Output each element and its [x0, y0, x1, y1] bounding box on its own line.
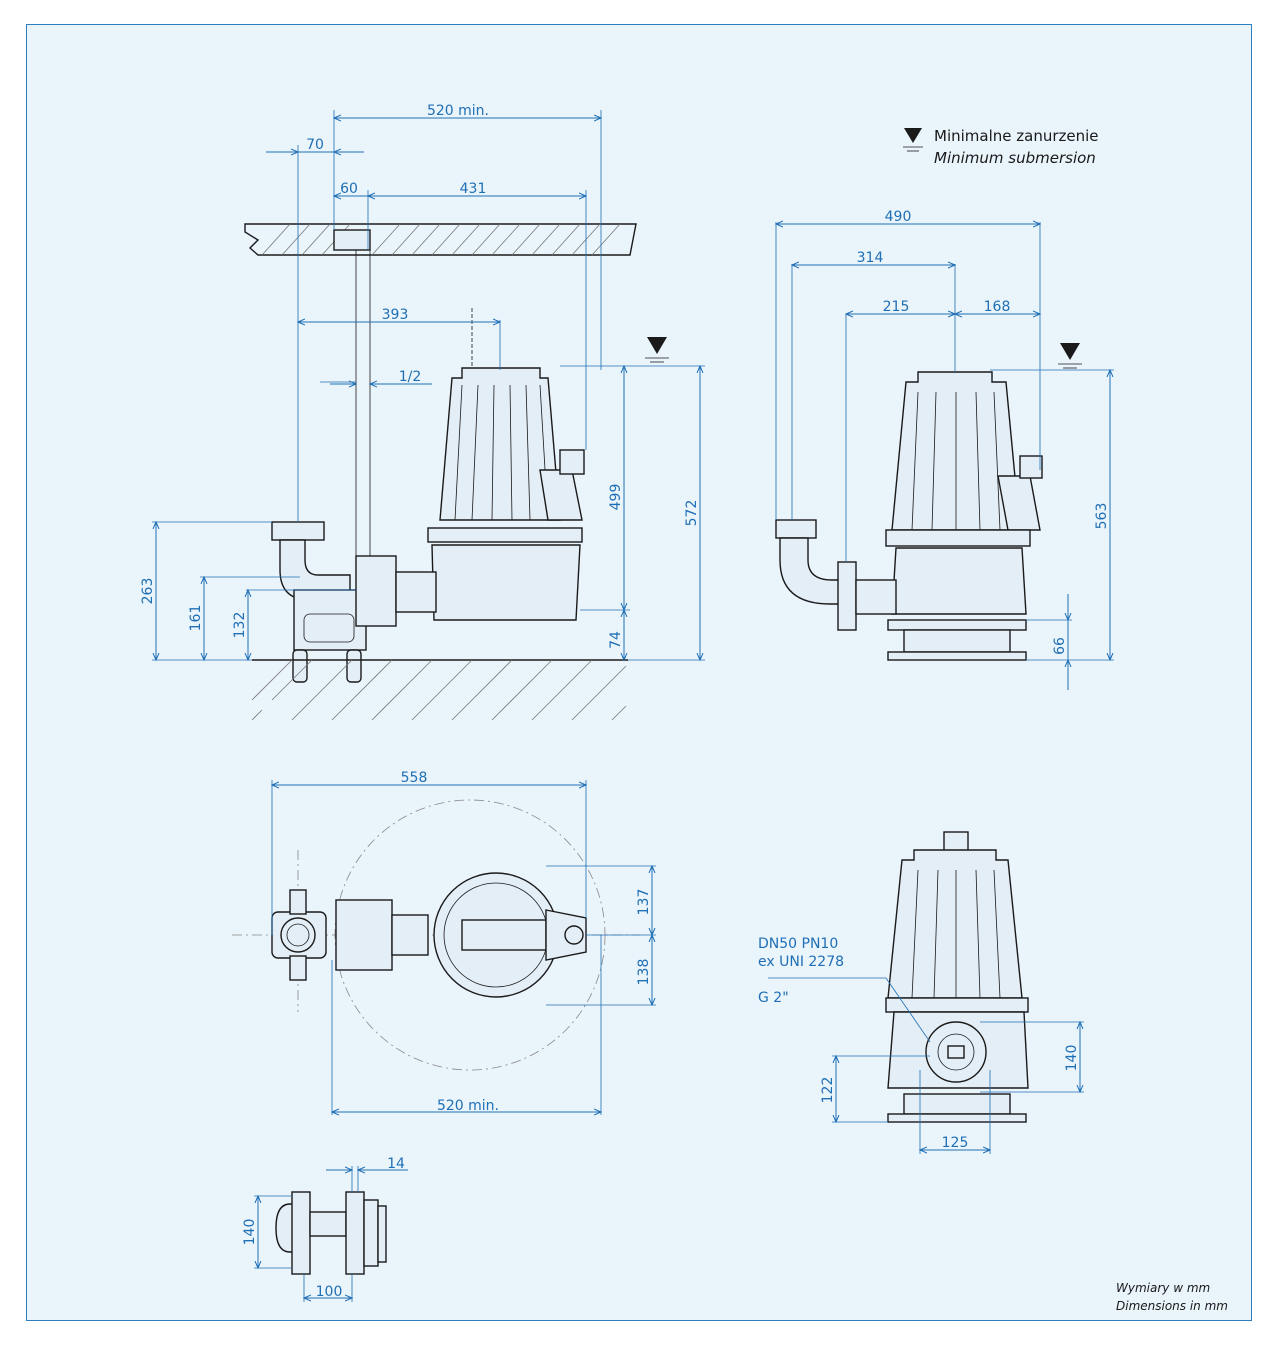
dim-215: 215: [883, 299, 910, 315]
units-note: Wymiary w mm Dimensions in mm: [1116, 1281, 1228, 1313]
floor-slab: [251, 659, 628, 721]
legend-line-en: Minimum submersion: [934, 149, 1096, 167]
water-level-symbol-2: [1058, 343, 1082, 369]
dim-100: 100: [316, 1284, 343, 1300]
units-line-pl: Wymiary w mm: [1116, 1281, 1210, 1295]
dim-132: 132: [232, 612, 248, 639]
dim-140-outlet: 140: [1064, 1045, 1080, 1072]
dim-168: 168: [984, 299, 1011, 315]
dim-74: 74: [608, 631, 624, 649]
dim-125: 125: [942, 1135, 969, 1151]
label-uni: ex UNI 2278: [758, 954, 844, 970]
dim-490: 490: [885, 209, 912, 225]
dim-140-foot: 140: [242, 1219, 258, 1246]
dim-520-min-bottom: 520 min.: [437, 1098, 499, 1114]
dim-572: 572: [684, 500, 700, 527]
water-level-triangle-icon: [903, 128, 923, 152]
top-foot: [271, 889, 327, 981]
foot-body: [275, 1191, 387, 1275]
dim-431: 431: [460, 181, 487, 197]
legend-line-pl: Minimalne zanurzenie: [934, 127, 1099, 145]
label-thread: G 2": [758, 990, 789, 1006]
top-pump: [433, 872, 587, 998]
dim-1-2: 1/2: [399, 369, 422, 385]
dim-60: 60: [340, 181, 358, 197]
outlet-pump-body: [885, 831, 1029, 1123]
dim-520-min: 520 min.: [427, 103, 489, 119]
dim-563: 563: [1094, 503, 1110, 530]
front-view: 490 314 215 168 563 66: [776, 209, 1114, 690]
dim-14: 14: [387, 1156, 405, 1172]
dim-138: 138: [636, 959, 652, 986]
dim-499: 499: [608, 484, 624, 511]
discharge-pipe: [271, 521, 437, 683]
front-pump-body: [885, 371, 1043, 661]
top-bracket: [335, 899, 429, 971]
side-view: 520 min. 70 60 431 393 1/2 499 572 263 1…: [140, 103, 705, 721]
pump-motor: [427, 367, 585, 621]
drawing-sheet: [26, 24, 1252, 1321]
dim-314: 314: [857, 250, 884, 266]
legend: Minimalne zanurzenie Minimum submersion: [903, 127, 1099, 167]
water-level-symbol: [645, 337, 669, 363]
dim-122: 122: [820, 1077, 836, 1104]
dim-70: 70: [306, 137, 324, 153]
front-discharge: [775, 519, 897, 631]
units-line-en: Dimensions in mm: [1116, 1299, 1228, 1313]
dim-66: 66: [1052, 637, 1068, 655]
top-view: 558 137 138 520 min.: [232, 770, 656, 1115]
foot-view: 14 140 100: [242, 1156, 408, 1302]
guide-rail: [355, 249, 371, 561]
ceiling-slab: [244, 223, 637, 256]
label-dn50: DN50 PN10: [758, 936, 838, 952]
dim-137: 137: [636, 889, 652, 916]
dim-393: 393: [382, 307, 409, 323]
dim-263: 263: [140, 578, 156, 605]
dim-558: 558: [401, 770, 428, 786]
dim-161: 161: [188, 605, 204, 632]
outlet-view: DN50 PN10 ex UNI 2278 G 2" 140 122 125: [758, 831, 1084, 1154]
